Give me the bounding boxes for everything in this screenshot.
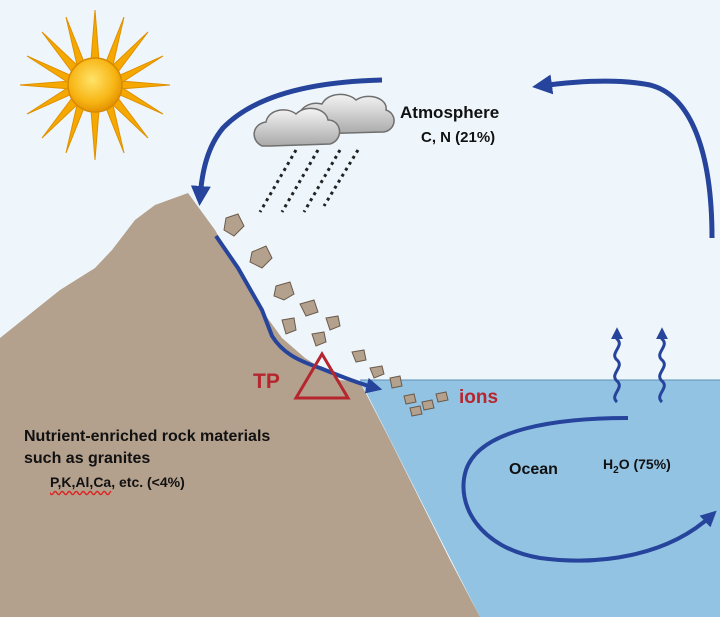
ocean-label: Ocean xyxy=(509,461,558,478)
ions-label: ions xyxy=(459,387,499,408)
ocean-water xyxy=(360,380,720,617)
sun-icon xyxy=(19,9,171,161)
ocean-circulation-arrow xyxy=(461,416,717,563)
rock-fragments xyxy=(223,213,449,417)
rock-elements-percent: , etc. (<4%) xyxy=(111,474,185,490)
h2o-rest: O (75%) xyxy=(618,456,671,472)
h2o-subscript: 2 xyxy=(613,464,619,476)
tp-label: TP xyxy=(253,370,280,393)
atmosphere-composition-label: C, N (21%) xyxy=(421,129,496,146)
atmosphere-label: Atmosphere xyxy=(400,103,500,122)
ocean-to-atmosphere-arrow xyxy=(532,74,715,239)
wavy-up-arrow-icon xyxy=(611,327,668,404)
h2o-label: H2O (75%) xyxy=(603,456,671,476)
rock-elements-list: P,K,Al,Ca xyxy=(50,474,112,490)
tp-triangle xyxy=(293,351,351,400)
rain-lines xyxy=(258,149,360,213)
mountain xyxy=(0,193,480,617)
cloud-icon xyxy=(253,93,395,147)
rock-materials-label-line2: such as granites xyxy=(24,450,151,467)
h2o-h: H xyxy=(603,456,614,472)
rock-elements-label: P,K,Al,Ca, etc. (<4%) xyxy=(50,474,185,490)
atmosphere-to-land-arrow xyxy=(190,77,383,206)
rock-materials-label-line1: Nutrient-enriched rock materials xyxy=(24,428,271,445)
